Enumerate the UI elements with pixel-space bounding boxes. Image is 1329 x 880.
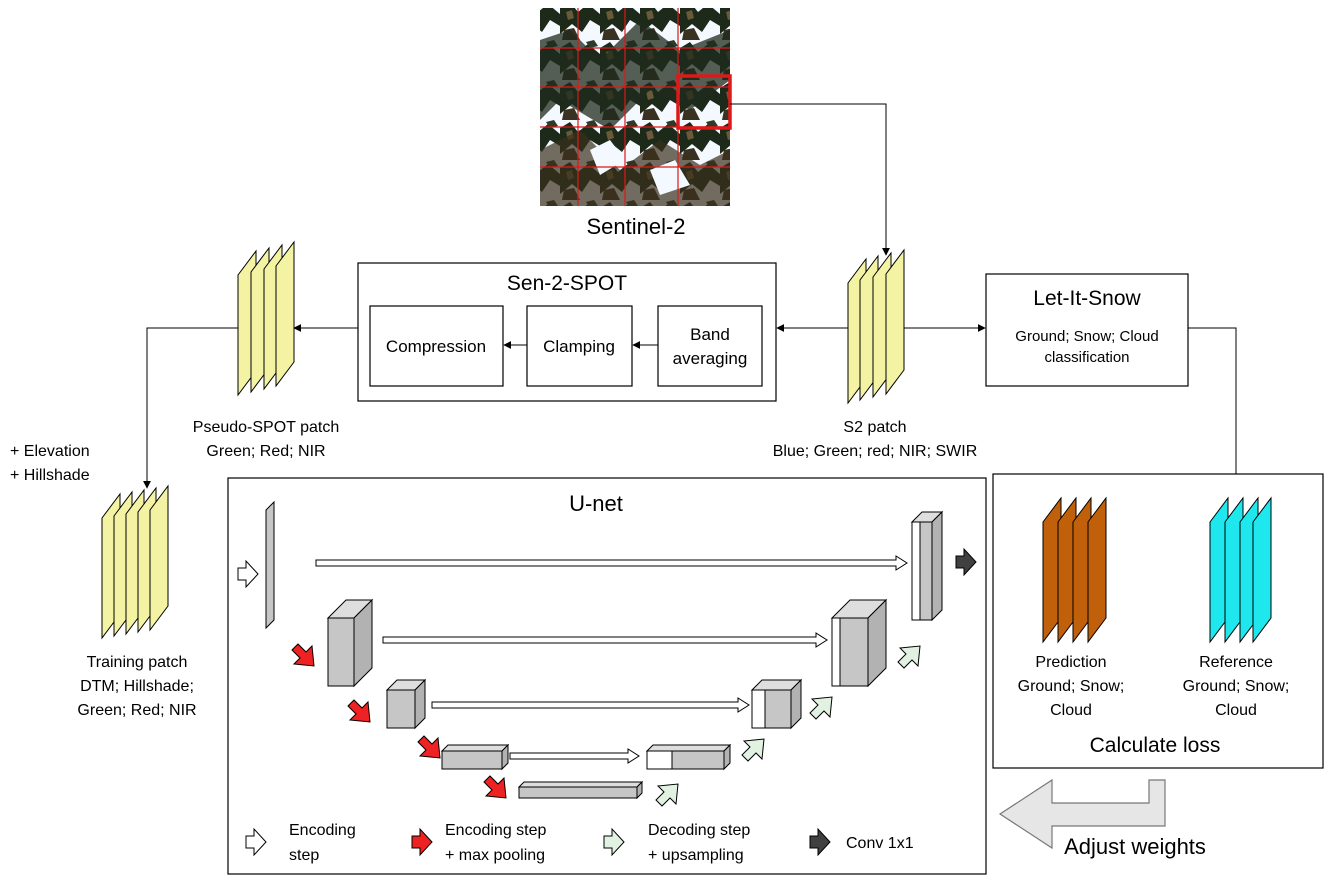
prediction-classes-2: Cloud (1050, 702, 1092, 719)
legend-decoding-line1: Decoding step (648, 822, 750, 839)
let-it-snow-box (985, 273, 1189, 387)
clamping-label: Clamping (543, 337, 615, 356)
let-it-snow-title: Let-It-Snow (1033, 287, 1141, 310)
reference-label: Reference (1199, 654, 1273, 671)
encoding-step-arrow (237, 559, 259, 589)
reference-classes: Ground; Snow; (1183, 678, 1290, 695)
calculate-loss-label: Calculate loss (1090, 734, 1221, 757)
compression-label: Compression (386, 337, 486, 356)
lis-to-reference-arrow (1188, 327, 1240, 497)
decoder-block-2 (830, 598, 888, 688)
selected-tile (676, 74, 732, 130)
encoder-block-4 (440, 743, 510, 771)
let-it-snow-line2: classification (1044, 349, 1129, 366)
prediction-label: Prediction (1035, 654, 1106, 671)
sentinel2-image (540, 8, 732, 206)
legend-decoding-line2: + upsampling (648, 847, 744, 864)
prediction-classes: Ground; Snow; (1018, 678, 1125, 695)
band-averaging-step (657, 305, 763, 387)
pseudo-to-training-arrow (143, 327, 238, 489)
band-averaging-label-2: averaging (673, 349, 748, 368)
legend-pooling-line1: Encoding step (445, 822, 547, 839)
sen2spot-title: Sen-2-SPOT (507, 272, 627, 295)
legend-pooling-icon (411, 827, 433, 857)
reference-classes-2: Cloud (1215, 702, 1257, 719)
s2-patch-stack (847, 248, 905, 405)
tile-grid (540, 8, 730, 206)
legend-pooling-line2: + max pooling (445, 847, 545, 864)
pooling-arrows (291, 643, 507, 799)
decoder-block-1 (910, 510, 944, 622)
pseudo-spot-label: Pseudo-SPOT patch (193, 419, 339, 436)
adjust-weights-arrow (998, 778, 1166, 850)
reference-stack (1209, 496, 1272, 644)
legend-conv-label: Conv 1x1 (846, 835, 914, 852)
legend-encoding-line1: Encoding (289, 822, 356, 839)
training-patch-label: Training patch (87, 654, 188, 671)
conv1x1-arrow (955, 547, 977, 577)
legend-decoding-icon (603, 827, 625, 857)
skip-connections (315, 555, 908, 764)
sentinel2-label: Sentinel-2 (586, 214, 685, 239)
pseudo-spot-stack (237, 240, 295, 397)
legend-conv-icon (809, 827, 831, 857)
encoder-block-3 (385, 678, 427, 730)
unet-title: U-net (569, 491, 623, 516)
training-patch-line2: DTM; Hillshade; (80, 678, 194, 695)
training-patch-line3: Green; Red; NIR (77, 702, 196, 719)
decoder-block-3 (750, 678, 803, 730)
hillshade-label: + Hillshade (10, 467, 90, 484)
encoder-block-1 (265, 500, 275, 630)
decoding-arrows (655, 645, 921, 807)
pseudo-spot-bands: Green; Red; NIR (206, 443, 325, 460)
s2-patch-label: S2 patch (843, 419, 906, 436)
encoder-block-2 (326, 598, 374, 688)
let-it-snow-line1: Ground; Snow; Cloud (1015, 328, 1158, 345)
compression-step (369, 305, 504, 387)
tile-to-s2-arrow (730, 103, 890, 256)
decoder-block-4 (645, 743, 732, 771)
clamping-step (526, 305, 633, 387)
adjust-weights-label: Adjust weights (1064, 834, 1206, 859)
legend-encoding-line2: step (289, 847, 319, 864)
bottleneck-block (517, 780, 644, 800)
s2-patch-bands: Blue; Green; red; NIR; SWIR (773, 443, 978, 460)
band-averaging-label: Band (690, 325, 730, 344)
training-patch-stack (101, 484, 169, 640)
prediction-stack (1042, 496, 1107, 644)
legend-encoding-icon (245, 827, 267, 857)
elevation-label: + Elevation (10, 443, 90, 460)
